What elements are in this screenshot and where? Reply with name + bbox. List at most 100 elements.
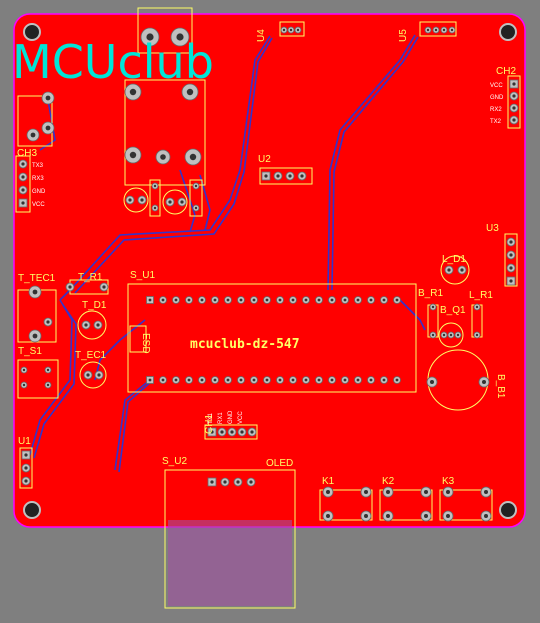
ch2-pin-labels: VCC GND RX2 TX2 <box>490 83 504 125</box>
pad-hole <box>187 298 191 302</box>
pad-hole <box>21 162 25 166</box>
ch3-pin-labels: TX3 RX3 GND VCC <box>32 163 46 208</box>
pad-hole <box>129 88 137 96</box>
pad-hole <box>442 28 446 32</box>
label-b-r1: B_R1 <box>418 288 443 299</box>
pad-hole <box>180 200 184 204</box>
pad-hole <box>282 28 286 32</box>
pad-hole <box>153 206 157 210</box>
ch2-pin-label: GND <box>490 95 504 101</box>
pad-hole <box>450 28 454 32</box>
pad-hole <box>382 378 386 382</box>
ch3-pin-label: TX3 <box>32 163 44 169</box>
pad-hole <box>174 298 178 302</box>
label-l-r1: L_R1 <box>469 290 493 301</box>
mounting-holes <box>23 23 517 519</box>
pad-hole <box>343 378 347 382</box>
label-u2: U2 <box>258 154 271 165</box>
pad-hole <box>343 298 347 302</box>
pad-hole <box>213 298 217 302</box>
pad-hole <box>276 174 280 178</box>
pad-hole <box>289 28 293 32</box>
pad-hole <box>239 298 243 302</box>
label-s-u2: S_U2 <box>162 456 187 467</box>
pad-hole <box>509 253 513 257</box>
pad-hole <box>330 298 334 302</box>
pad-hole <box>386 490 390 494</box>
pad-hole <box>24 453 28 457</box>
pad-hole <box>84 323 88 327</box>
pad-hole <box>194 206 198 210</box>
pad-hole <box>278 378 282 382</box>
component-labels: U4 U5 CH2 CH3 U2 U3 T_TEC1 T_R1 S_U1 T_D… <box>17 29 516 487</box>
pad-hole <box>46 368 50 372</box>
pad-hole <box>356 298 360 302</box>
label-ch3: CH3 <box>17 148 37 159</box>
pad-hole <box>291 298 295 302</box>
pad-hole <box>484 490 488 494</box>
label-esd: ESD <box>140 333 151 354</box>
pad-hole <box>46 383 50 387</box>
pad-hole <box>304 298 308 302</box>
ch1-pin-label: GND <box>228 410 234 424</box>
pad-hole <box>512 118 516 122</box>
pad-hole <box>424 514 428 518</box>
pad-hole <box>21 188 25 192</box>
pad-hole <box>250 430 254 434</box>
pad-hole <box>431 305 435 309</box>
pad-hole <box>239 378 243 382</box>
pad-hole <box>102 285 106 289</box>
label-t-tec1: T_TEC1 <box>18 273 56 284</box>
pad-hole <box>210 430 214 434</box>
label-ch2: CH2 <box>496 66 516 77</box>
pad-hole <box>230 430 234 434</box>
pad-hole <box>364 490 368 494</box>
pad-hole <box>512 94 516 98</box>
pad-hole <box>223 480 227 484</box>
pad-hole <box>46 320 50 324</box>
pad-hole <box>449 333 453 337</box>
label-t-ec1: T_EC1 <box>75 350 107 361</box>
pad-hole <box>482 380 486 384</box>
pad-hole <box>160 154 166 160</box>
label-t-s1: T_S1 <box>18 346 42 357</box>
label-u5: U5 <box>398 29 409 42</box>
label-u1: U1 <box>18 436 31 447</box>
pad-hole <box>249 480 253 484</box>
pad-hole <box>240 430 244 434</box>
pad-hole <box>220 430 224 434</box>
pad-hole <box>317 378 321 382</box>
label-u3: U3 <box>486 223 499 234</box>
pad-hole <box>30 132 36 138</box>
pad-hole <box>424 490 428 494</box>
pad-hole <box>484 514 488 518</box>
ch1-pin-label: VCC <box>238 411 244 424</box>
pad-hole <box>148 378 152 382</box>
pad-hole <box>252 378 256 382</box>
pad-hole <box>434 28 438 32</box>
oled-ribbon <box>168 520 292 606</box>
pad-hole <box>326 490 330 494</box>
label-u4: U4 <box>256 29 267 42</box>
pad-hole <box>395 378 399 382</box>
pad-hole <box>446 514 450 518</box>
pad-hole <box>161 298 165 302</box>
pad-hole <box>176 33 184 41</box>
pad-hole <box>45 125 51 131</box>
pad-hole <box>509 266 513 270</box>
board-title: mcuclub-dz-547 <box>190 337 300 352</box>
pad-hole <box>140 198 144 202</box>
pad-hole <box>386 514 390 518</box>
ch3-pin-label: RX3 <box>32 176 44 182</box>
label-b-b1: B_B1 <box>495 374 506 399</box>
pad-hole <box>509 279 513 283</box>
pad-hole <box>24 466 28 470</box>
pad-hole <box>512 106 516 110</box>
pad-hole <box>304 378 308 382</box>
pad-hole <box>356 378 360 382</box>
pad-hole <box>226 378 230 382</box>
pad-hole <box>236 480 240 484</box>
pad-hole <box>200 378 204 382</box>
pad-hole <box>45 95 51 101</box>
